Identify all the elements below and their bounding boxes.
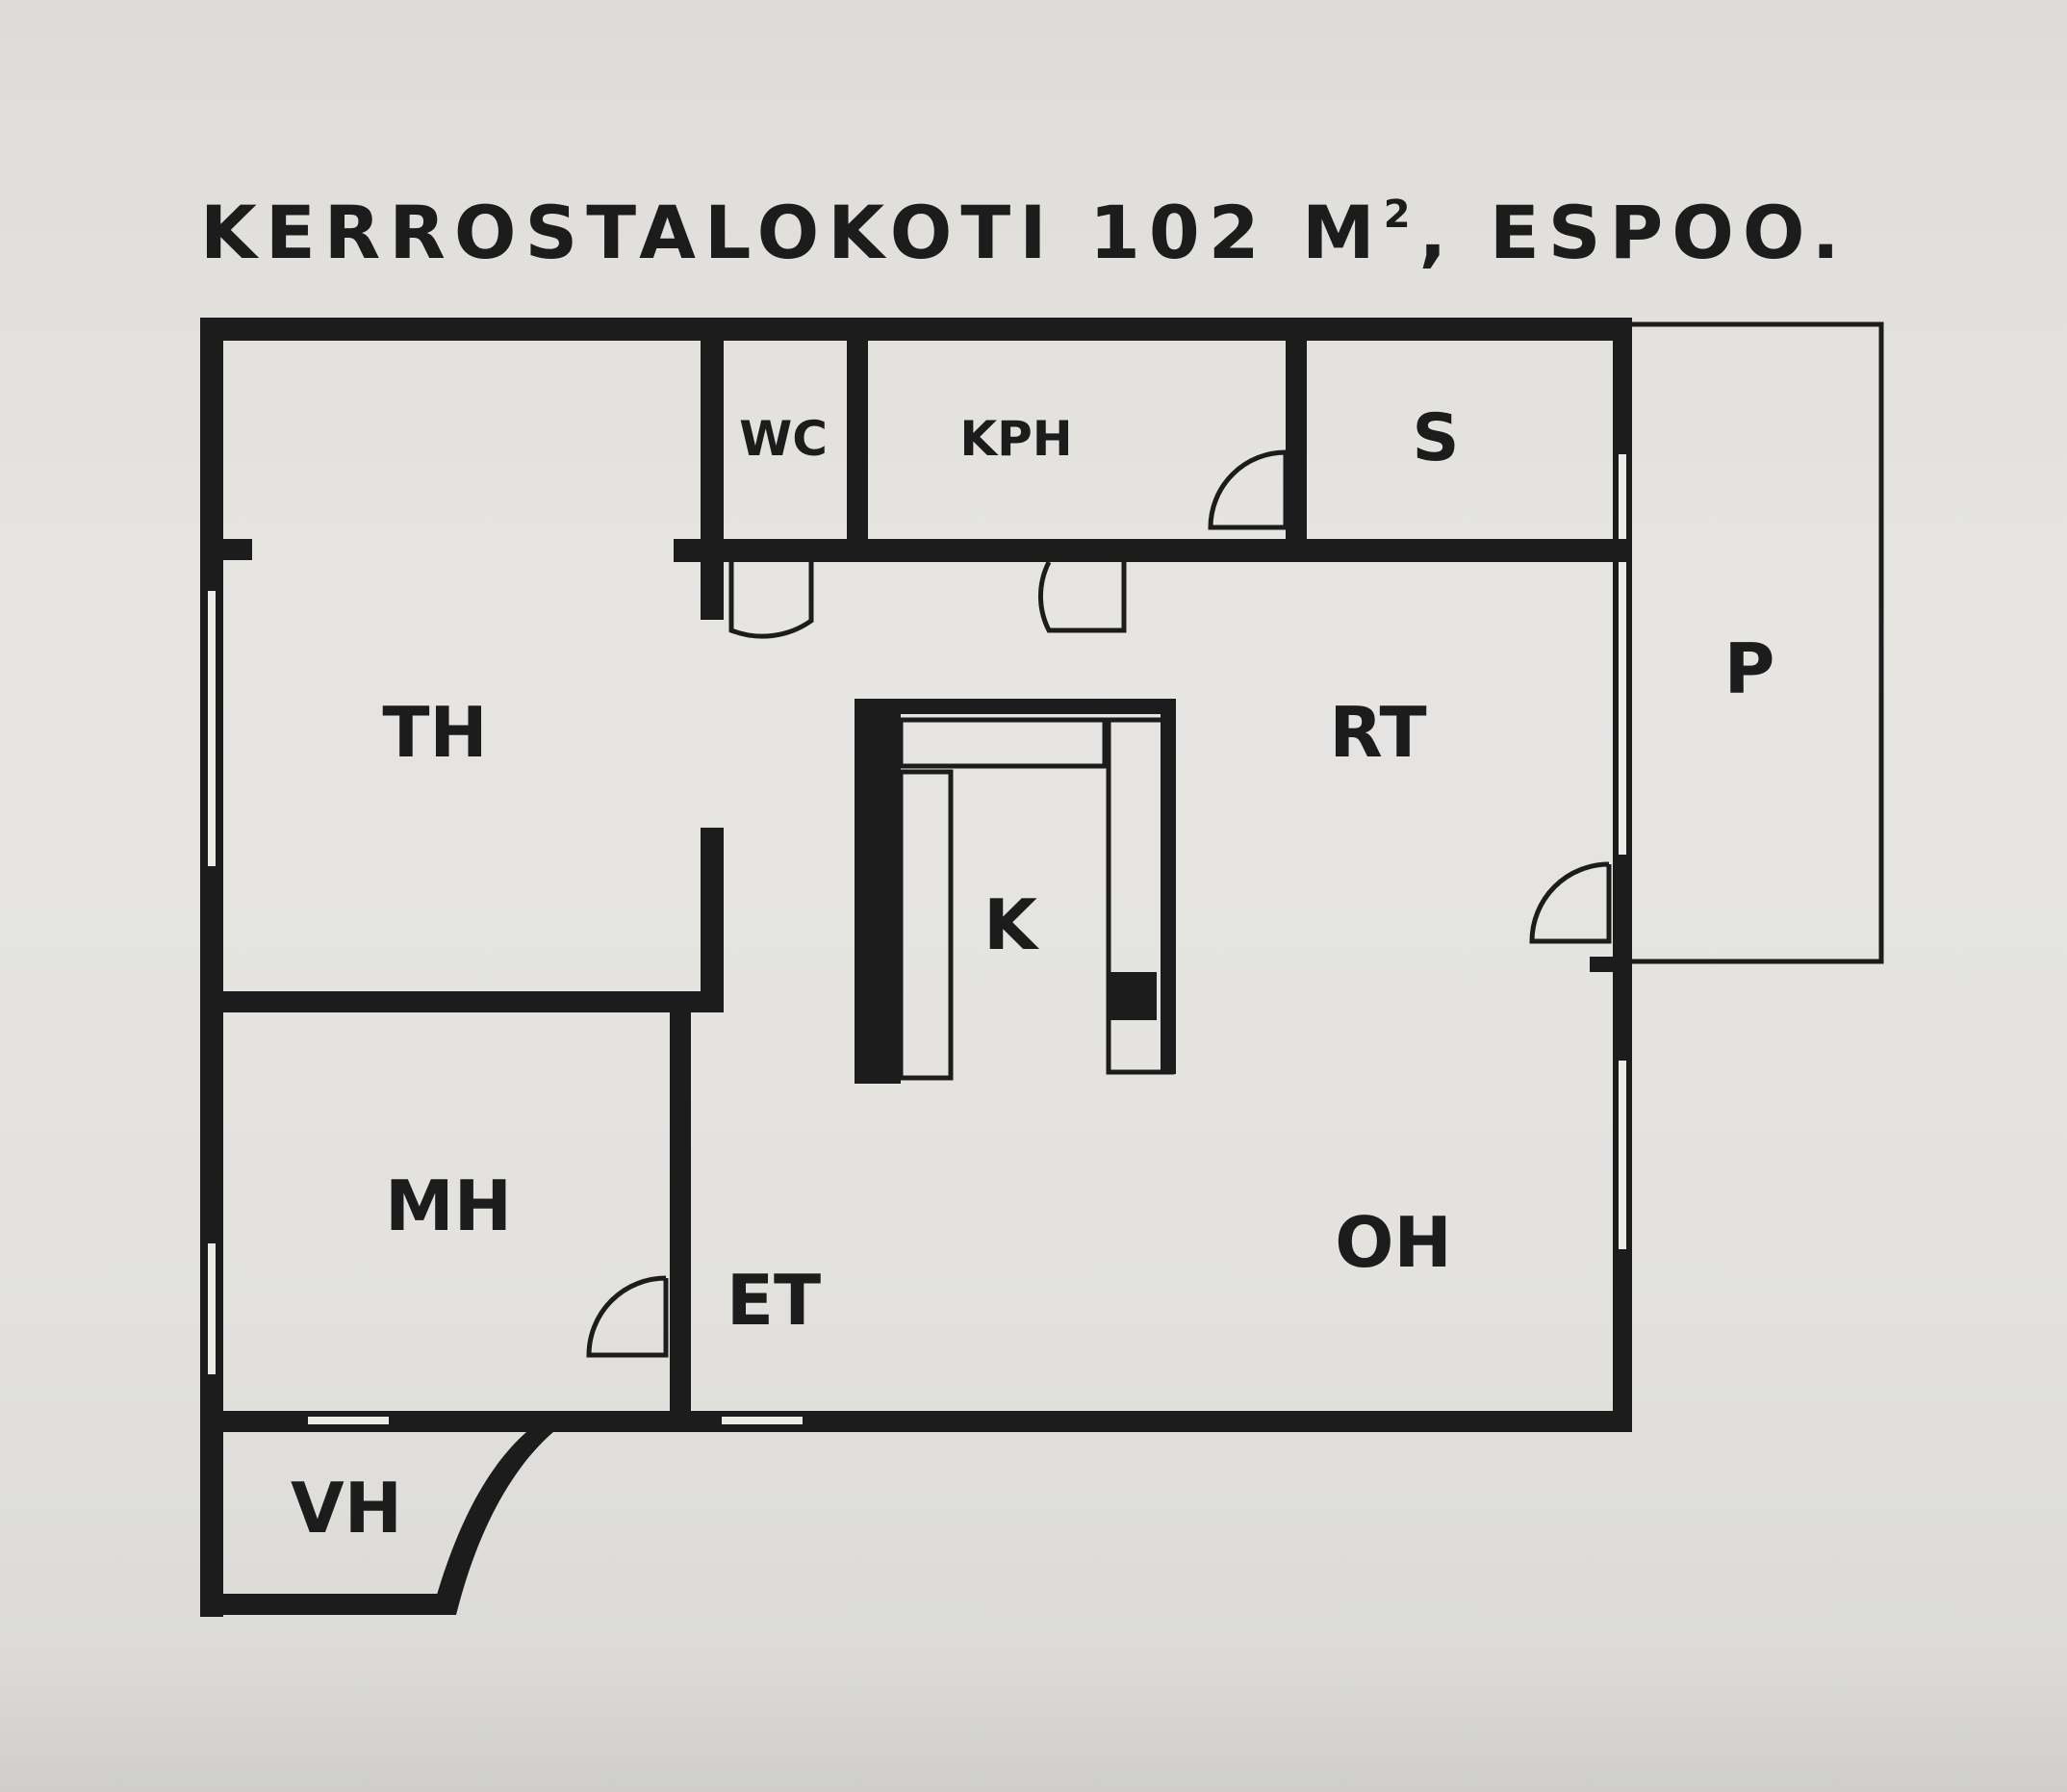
room-labels: WC KPH S TH RT P K MH ET OH VH [291,400,1774,1549]
plan-title: KERROSTALOKOTI 102 M2, ESPOO. [200,190,1849,275]
mh-door [586,1275,669,1358]
room-label-mh: MH [385,1165,512,1246]
room-label-vh: VH [291,1468,402,1549]
room-label-s: S [1413,400,1460,476]
room-label-kph: KPH [959,411,1072,467]
kitchen-unit [855,699,1176,1084]
wc-door [728,562,814,639]
title-main: KERROSTALOKOTI 102 M [200,190,1384,275]
interior-walls [200,318,1632,1424]
title-suffix: , ESPOO. [1419,190,1849,275]
exterior-walls [200,318,1632,1617]
vh-curved-wall [431,1411,583,1615]
room-label-th: TH [382,692,487,773]
room-label-k: K [983,884,1039,965]
room-label-wc: WC [739,411,828,467]
hall-door [1038,560,1127,633]
doors [586,449,1612,1358]
room-label-p: P [1724,628,1775,709]
room-label-et: ET [727,1260,821,1341]
room-label-oh: OH [1335,1202,1451,1283]
kph-door [1208,449,1289,530]
title-superscript: 2 [1384,192,1419,237]
room-label-rt: RT [1329,692,1426,773]
balcony-door [1529,861,1612,944]
